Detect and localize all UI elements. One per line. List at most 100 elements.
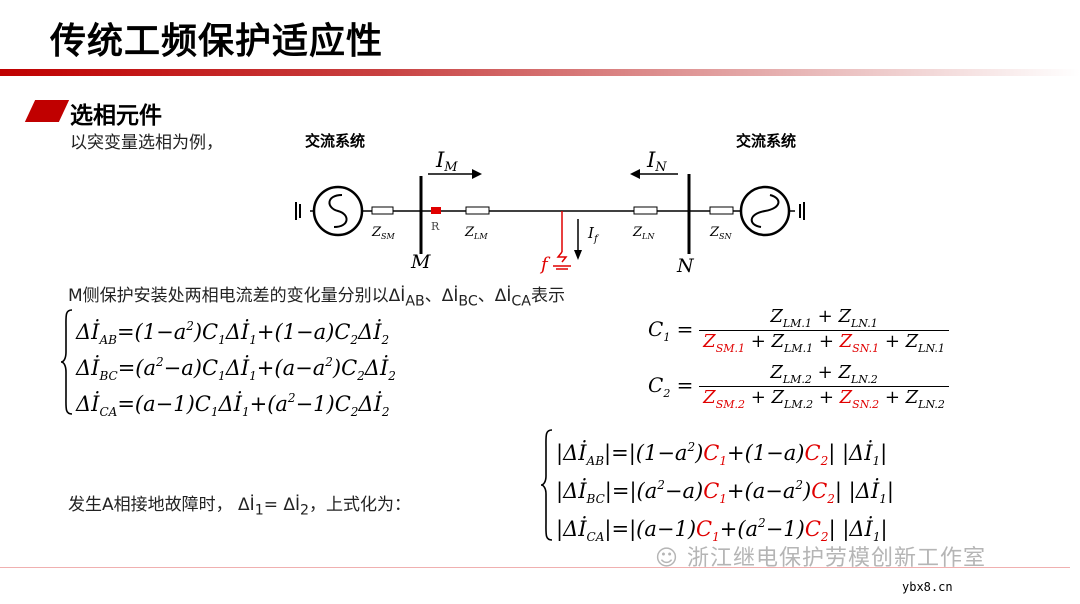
math-segment: AB: [99, 333, 117, 347]
footer-divider: [0, 567, 1070, 568]
math-segment: Z: [703, 387, 716, 408]
if-label: If: [587, 224, 600, 245]
math-segment: 1: [879, 492, 887, 506]
math-segment: 2: [350, 333, 359, 347]
math-segment: 、Δİ: [424, 286, 459, 306]
math-segment: 1: [218, 333, 226, 347]
circuit-diagram: 交流系统 交流系统 f If ZSM R ZLM ZLN ZSN M: [295, 132, 805, 277]
math-segment: 2: [156, 355, 164, 369]
math-segment: 2: [381, 333, 390, 347]
math-segment: Δİ: [358, 320, 382, 344]
watermark-text: 浙江继电保护劳模创新工作室: [686, 546, 986, 571]
math-segment: +(a−a: [726, 479, 796, 503]
equation-ab: ΔİAB=(1−a2)C1Δİ1+(1−a)C2Δİ2: [76, 308, 396, 347]
math-segment: BC: [458, 293, 478, 310]
math-segment: 2: [758, 516, 766, 530]
math-segment: C: [703, 441, 720, 465]
math-segment: LM.1: [784, 342, 814, 355]
equation-bc: ΔİBC=(a2−a)C1Δİ1+(a−a2)C2Δİ2: [76, 344, 396, 383]
math-segment: |Δİ: [556, 479, 587, 503]
section-title: 选相元件: [70, 103, 162, 129]
math-segment: +(a: [249, 392, 288, 416]
im-label: IM: [435, 148, 458, 175]
math-segment: BC: [586, 492, 605, 506]
math-segment: +: [813, 387, 840, 408]
math-segment: C: [696, 517, 713, 541]
math-segment: +(a−a: [256, 356, 326, 380]
math-segment: 表示: [530, 286, 565, 306]
math-segment: +(1−a)C: [256, 320, 351, 344]
math-segment: 1: [249, 333, 257, 347]
math-segment: =(a−1)C: [117, 392, 211, 416]
math-segment: 发生A相接地故障时， Δİ: [68, 495, 255, 515]
math-segment: −a)C: [163, 356, 219, 380]
math-segment: C: [648, 316, 664, 341]
bus-m-label: M: [410, 251, 431, 273]
abs-equation-bc: |ΔİBC|=|(a2−a)C1+(a−a2)C2| |Δİ1|: [556, 466, 894, 506]
math-segment: +(1−a): [727, 441, 805, 465]
math-segment: −1)C: [295, 392, 351, 416]
math-segment: ): [803, 479, 812, 503]
in-arrow-icon: [630, 169, 678, 179]
math-segment: |: [880, 517, 888, 541]
zln-impedance: [633, 206, 658, 215]
math-segment: SN.1: [852, 342, 880, 355]
zsm-impedance: [371, 206, 394, 215]
math-segment: AB: [405, 293, 425, 310]
c2-lhs: C2 =: [648, 373, 693, 400]
math-segment: Δİ: [225, 320, 250, 344]
math-segment: LM.2: [782, 373, 812, 386]
im-arrow-icon: [428, 169, 482, 179]
math-segment: |=|(a: [604, 479, 658, 503]
math-segment: 2: [795, 478, 803, 492]
equation-system-left: ΔİAB=(1−a2)C1Δİ1+(1−a)C2Δİ2 ΔİBC=(a2−a)C…: [60, 308, 396, 419]
page-title: 传统工频保护适应性: [50, 21, 384, 62]
math-segment: C: [804, 441, 821, 465]
watermark: ☺ 浙江继电保护劳模创新工作室: [655, 546, 986, 572]
site-label: ybx8.cn: [902, 580, 953, 594]
math-segment: 1: [719, 492, 727, 506]
math-segment: Δİ: [358, 392, 382, 416]
math-segment: 1: [719, 454, 728, 468]
relay-r: [431, 207, 441, 214]
source-right-icon: [739, 185, 791, 237]
math-segment: | |Δİ: [828, 441, 873, 465]
c1-lhs: C1 =: [648, 316, 693, 344]
math-segment: +(a: [719, 517, 759, 541]
math-segment: 1: [241, 405, 250, 419]
math-segment: + Z: [879, 387, 919, 408]
math-segment: ，上式化为：: [309, 495, 412, 515]
math-segment: 1: [872, 454, 881, 468]
math-segment: + Z: [879, 331, 919, 352]
math-segment: LN.1: [850, 317, 878, 330]
fault-current-arrow-icon: [574, 219, 582, 260]
math-segment: 2: [820, 530, 829, 544]
math-segment: |Δİ: [556, 517, 587, 541]
math-segment: + Z: [811, 306, 851, 327]
c2-denominator: ZSM.2 + ZLM.2 + ZSN.2 + ZLN.2: [699, 386, 949, 411]
math-segment: )C: [332, 356, 358, 380]
math-segment: 1: [663, 330, 671, 344]
math-segment: |: [880, 441, 888, 465]
math-segment: AB: [586, 454, 605, 468]
math-segment: 2: [186, 319, 194, 333]
math-segment: LN.2: [850, 373, 878, 386]
wechat-icon: ☺: [655, 546, 679, 571]
math-segment: C: [804, 517, 821, 541]
math-segment: 2: [657, 478, 665, 492]
math-segment: LM.2: [784, 398, 814, 411]
zsm-label: ZSM: [371, 225, 396, 241]
math-segment: SM.2: [715, 398, 745, 411]
abs-equation-ca: |ΔİCA|=|(a−1)C1+(a2−1)C2| |Δİ1|: [556, 504, 894, 544]
math-segment: CA: [511, 293, 531, 310]
zlm-impedance: [465, 206, 490, 215]
math-segment: Δİ: [76, 320, 100, 344]
math-segment: SN.2: [852, 398, 880, 411]
bus-n-label: N: [676, 255, 695, 277]
m-side-description: M侧保护安装处两相电流差的变化量分别以ΔİAB、ΔİBC、ΔİCA表示: [68, 281, 565, 309]
math-segment: |=|(1−a: [604, 441, 688, 465]
math-segment: 1: [712, 530, 720, 544]
title-divider: [0, 69, 1080, 76]
math-segment: 1: [218, 369, 226, 383]
math-segment: Δİ: [76, 356, 100, 380]
